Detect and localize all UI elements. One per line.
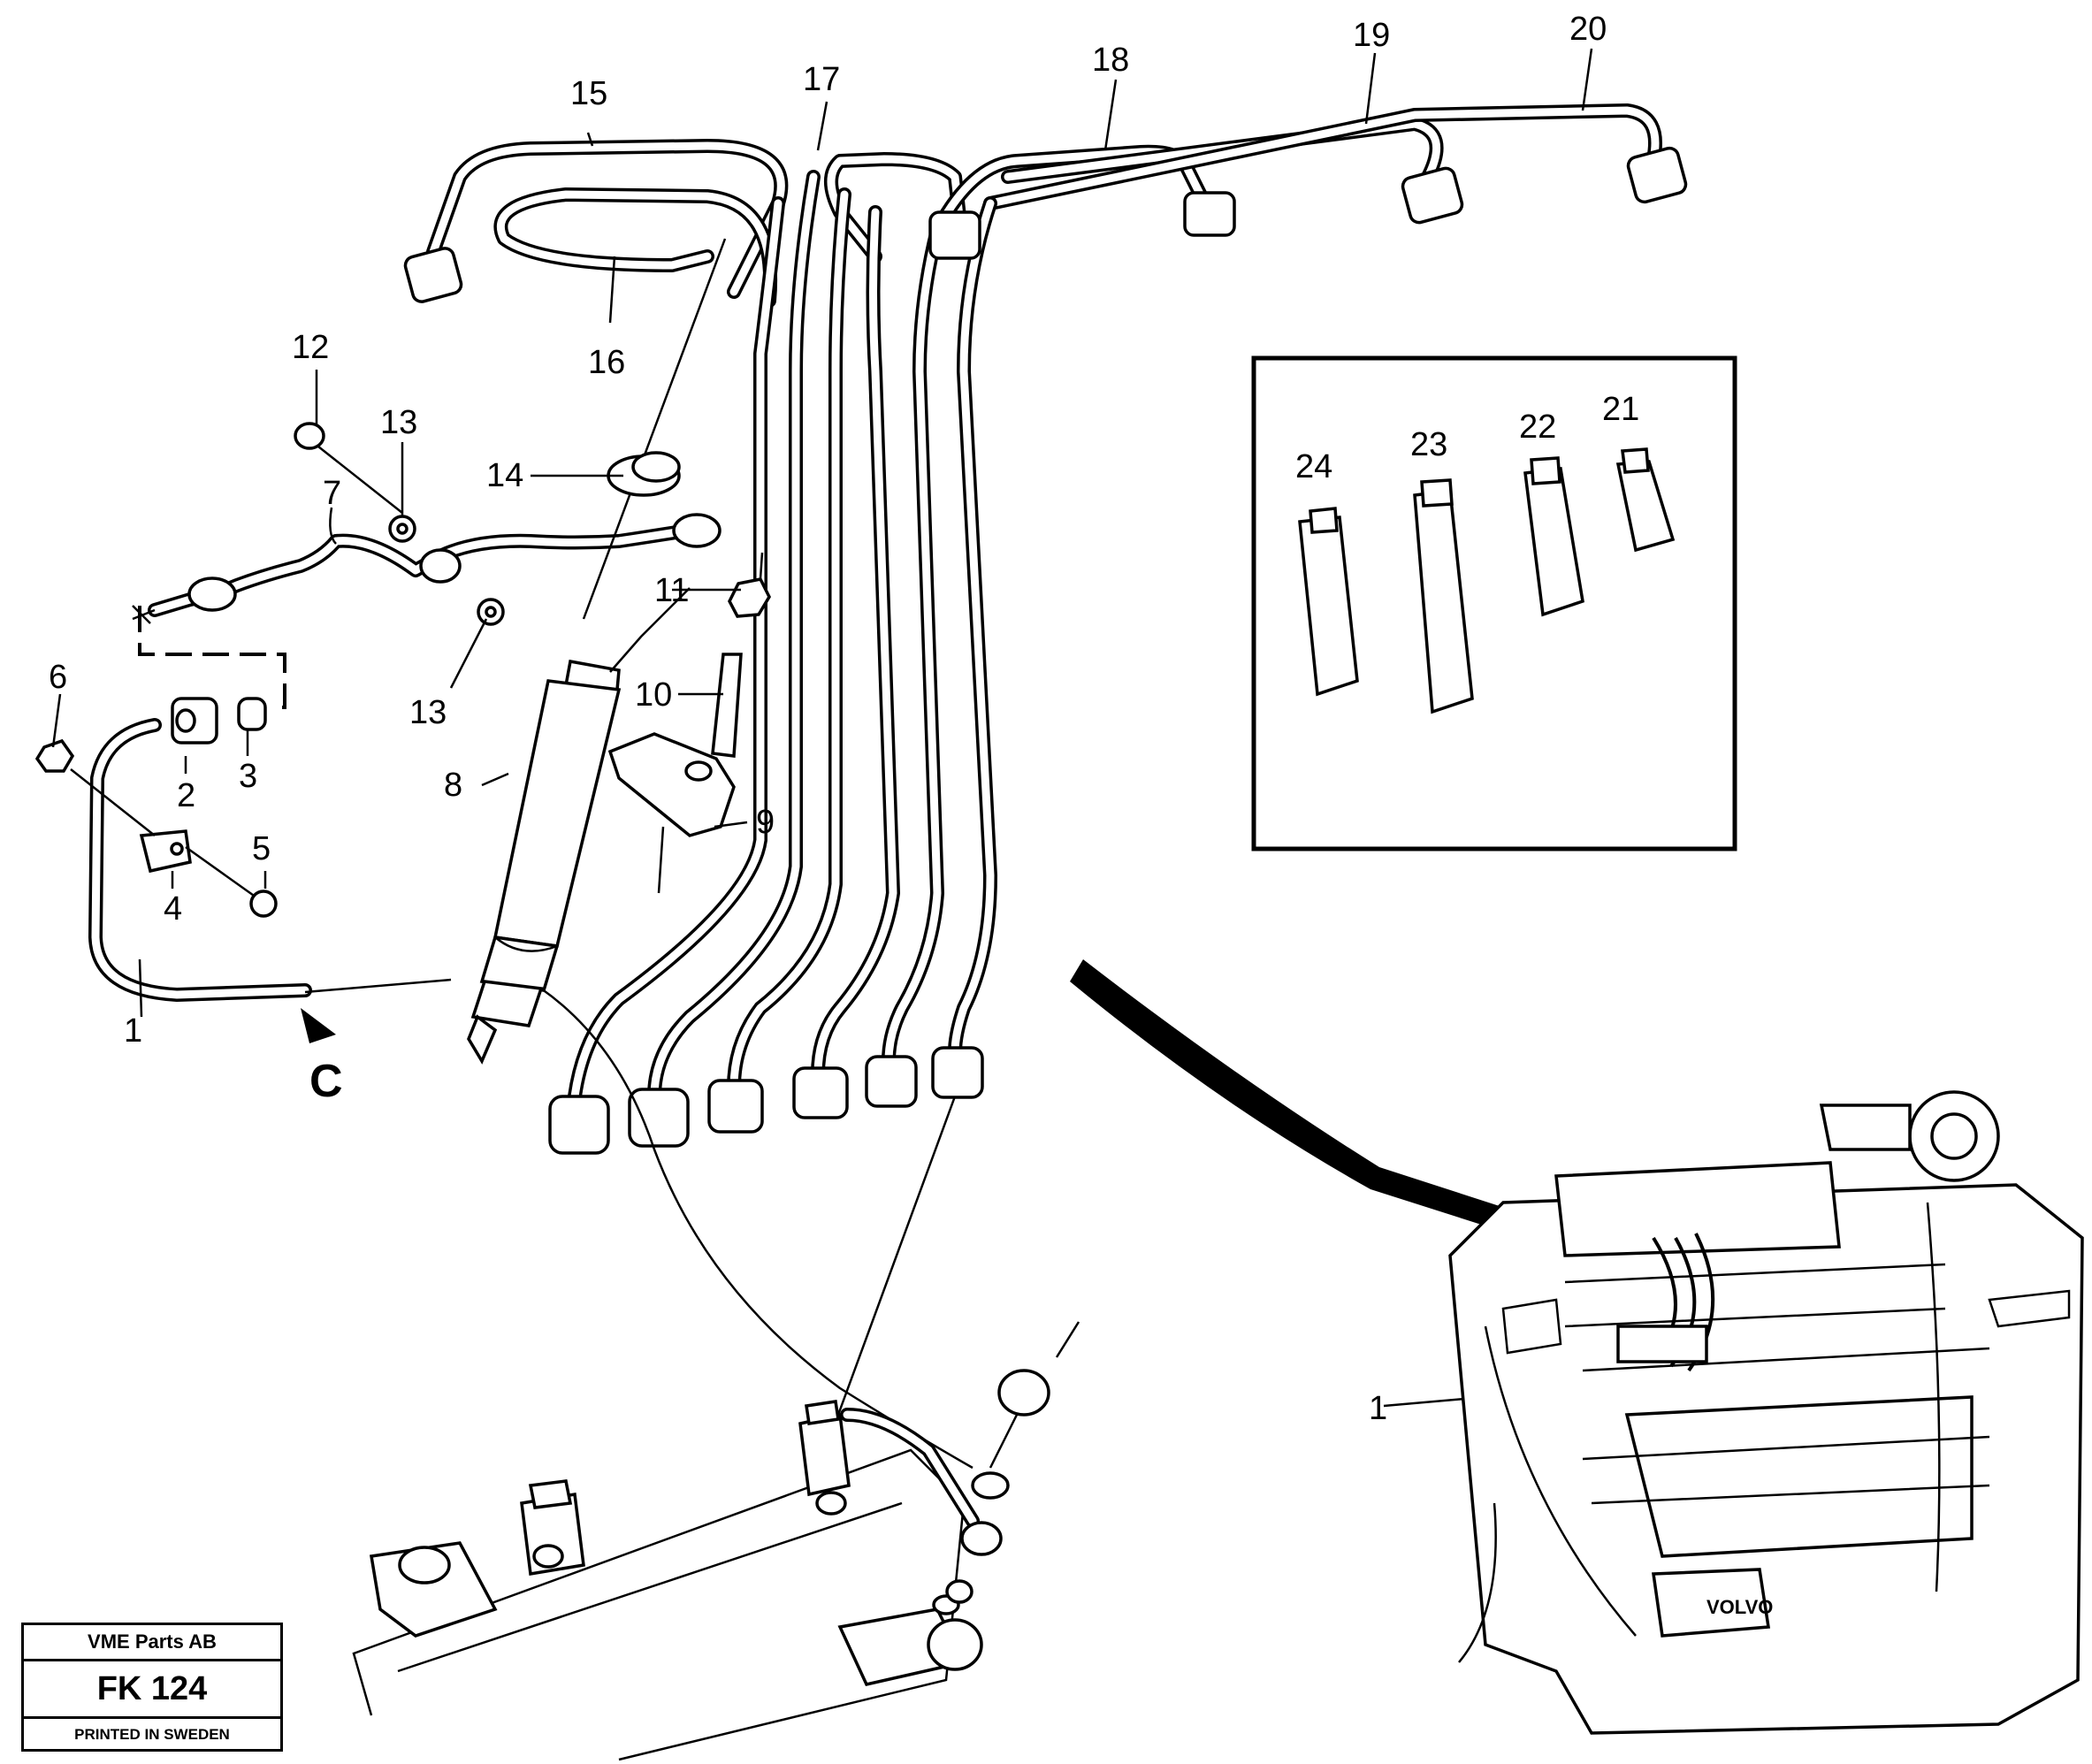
label-15: 15 — [570, 75, 607, 112]
stud-10 — [711, 653, 743, 758]
leader-lines — [51, 48, 1637, 1408]
label-16: 16 — [588, 344, 625, 381]
pipe-nut-bottom-3 — [707, 1079, 764, 1134]
label-21: 21 — [1602, 391, 1639, 428]
label-24: 24 — [1295, 448, 1332, 485]
drawing-code: FK 124 — [24, 1661, 280, 1719]
clip-21 — [1615, 447, 1676, 553]
view-arrow-c — [301, 1008, 336, 1043]
washer-13-lower — [477, 598, 505, 626]
label-18: 18 — [1092, 42, 1129, 79]
engine-illustration: VOLVO — [1448, 1090, 2084, 1735]
washer-14 — [607, 451, 681, 497]
pipe-nut-bottom-2 — [628, 1088, 690, 1148]
clamp-4 — [139, 829, 192, 874]
printed-note: PRINTED IN SWEDEN — [74, 1726, 230, 1743]
clip-22 — [1523, 456, 1584, 617]
nut-6 — [34, 738, 156, 836]
title-block: VME Parts AB FK 124 PRINTED IN SWEDEN — [21, 1623, 283, 1752]
pipe-1 — [88, 718, 452, 1002]
pipe-nut-bottom-1 — [548, 1095, 610, 1155]
label-22: 22 — [1519, 409, 1556, 446]
label-1-engine: 1 — [1369, 1390, 1387, 1427]
washer-13-upper — [388, 515, 416, 543]
clip-23 — [1413, 478, 1474, 714]
label-view-c: C — [309, 1056, 343, 1107]
label-12: 12 — [292, 329, 329, 366]
callout-labels: 15 17 18 19 20 16 12 13 14 7 11 10 13 6 … — [49, 11, 1639, 1427]
label-4: 4 — [164, 890, 182, 928]
pipe-nut-bottom-6 — [931, 1046, 984, 1099]
label-9: 9 — [756, 804, 775, 841]
cap-3 — [237, 697, 267, 731]
label-5: 5 — [252, 830, 271, 867]
pipe-nut-top-1 — [403, 247, 463, 303]
label-6: 6 — [49, 659, 67, 696]
label-1: 1 — [124, 1012, 142, 1050]
label-7: 7 — [323, 475, 341, 512]
label-8: 8 — [444, 767, 462, 804]
pipe-nut-top-5 — [1626, 146, 1688, 204]
clip-24 — [1298, 507, 1359, 697]
label-23: 23 — [1410, 426, 1447, 463]
bolt-12 — [294, 422, 403, 514]
company-name: VME Parts AB — [24, 1625, 280, 1661]
label-11: 11 — [654, 572, 689, 609]
label-13-lower: 13 — [409, 694, 447, 731]
dashed-bracket — [138, 606, 286, 709]
nut-2 — [171, 697, 218, 745]
label-17: 17 — [803, 61, 840, 98]
pipe-nut-bottom-4 — [792, 1066, 849, 1119]
pipe-nut-top-4 — [1401, 166, 1464, 225]
label-20: 20 — [1569, 11, 1607, 48]
injection-pipe-bundle — [403, 103, 1688, 1155]
leak-off-line — [132, 513, 722, 624]
pipe-nut-top-3 — [1183, 191, 1236, 237]
pipe-nut-bottom-5 — [865, 1055, 918, 1108]
nut-11 — [728, 552, 771, 618]
label-19: 19 — [1353, 17, 1390, 54]
label-14: 14 — [486, 457, 523, 494]
clamp-9 — [607, 732, 736, 894]
label-3: 3 — [239, 758, 257, 795]
svg-text:VOLVO: VOLVO — [1706, 1596, 1773, 1618]
pipe-nut-top-2 — [928, 210, 981, 260]
clip-inset-box — [1251, 355, 1737, 851]
pump-detail — [352, 1369, 1050, 1761]
label-10: 10 — [635, 676, 672, 714]
label-2: 2 — [177, 777, 195, 814]
bolt-5 — [185, 845, 278, 918]
label-13-upper: 13 — [380, 404, 417, 441]
